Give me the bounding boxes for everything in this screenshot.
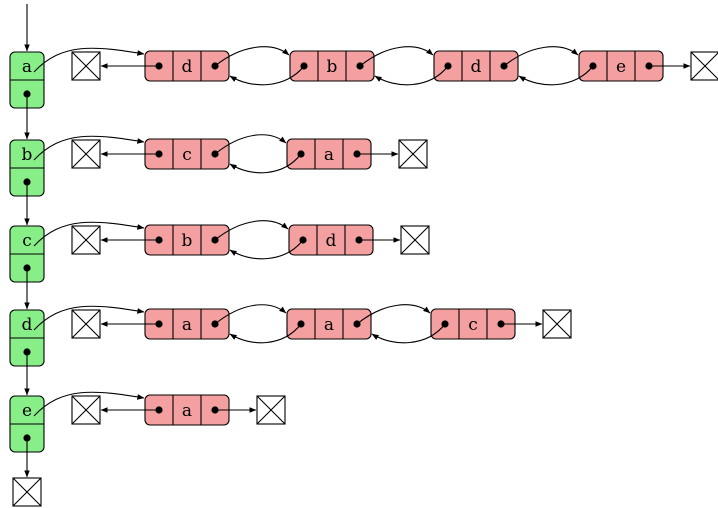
vertex-label: d (22, 315, 33, 335)
vertex-head-arrow (33, 47, 145, 73)
node-label: a (324, 315, 334, 335)
vertex-head-arrow (33, 135, 145, 161)
list-node-d: d (433, 50, 519, 82)
list-node-a: a (286, 308, 372, 340)
node-label: e (616, 57, 626, 77)
prev-arrow (229, 239, 304, 260)
next-arrow (214, 304, 287, 325)
next-arrow (359, 46, 434, 67)
prev-arrow (229, 153, 302, 174)
list-node-d: d (288, 224, 374, 256)
prev-arrow (374, 65, 449, 86)
node-label: d (182, 57, 193, 77)
null-marker (71, 51, 101, 81)
null-marker (400, 225, 430, 255)
next-arrow (356, 304, 431, 325)
list-node-c: c (430, 308, 516, 340)
prev-arrow (518, 65, 594, 86)
diagram-layer: a d b d e b c a c b d d a a c e a (9, 4, 718, 507)
next-arrow (214, 220, 289, 241)
node-label: a (182, 315, 192, 335)
vertex-head-arrow (33, 221, 145, 247)
null-marker (71, 309, 101, 339)
vertex-label: e (22, 401, 32, 421)
null-marker (71, 139, 101, 169)
vertex-label: a (22, 57, 32, 77)
null-marker (12, 477, 42, 507)
node-box (289, 50, 375, 82)
list-node-d: d (144, 50, 230, 82)
list-node-c: c (144, 138, 230, 170)
prev-arrow (371, 323, 446, 344)
vertex-label: b (22, 145, 33, 165)
list-node-b: b (144, 224, 230, 256)
node-label: d (471, 57, 482, 77)
null-marker (71, 395, 101, 425)
node-label: d (326, 231, 337, 251)
vertex-label: c (22, 231, 32, 251)
null-marker (256, 395, 286, 425)
null-marker (71, 225, 101, 255)
null-marker (398, 139, 428, 169)
node-label: b (327, 57, 338, 77)
vertex-head-arrow (33, 305, 145, 331)
prev-arrow (229, 323, 302, 344)
node-label: a (324, 145, 334, 165)
list-node-a: a (286, 138, 372, 170)
list-node-e: e (578, 50, 664, 82)
next-arrow (214, 134, 287, 155)
node-box (433, 50, 519, 82)
node-box (286, 308, 372, 340)
prev-arrow (229, 65, 305, 86)
list-node-b: b (289, 50, 375, 82)
node-label: c (182, 145, 192, 165)
next-arrow (503, 46, 579, 67)
list-node-a: a (144, 308, 230, 340)
null-marker (542, 309, 572, 339)
node-label: b (182, 231, 193, 251)
node-label: a (182, 401, 192, 421)
vertex-head-arrow (33, 391, 145, 417)
null-marker (690, 51, 718, 81)
node-label: c (468, 315, 478, 335)
next-arrow (214, 46, 290, 67)
